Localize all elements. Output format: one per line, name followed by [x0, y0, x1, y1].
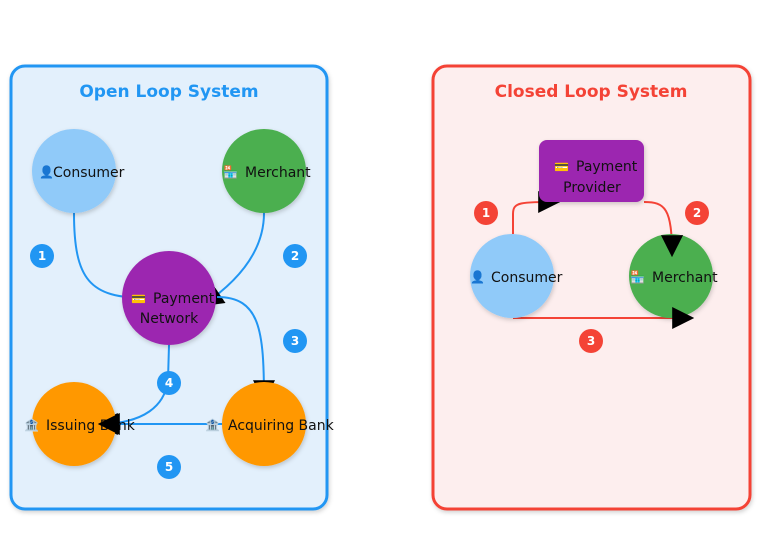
svg-text:3: 3 — [587, 334, 595, 348]
svg-text:3: 3 — [291, 334, 299, 348]
bank-icon: 🏦 — [205, 418, 220, 432]
open-loop-panel: Open Loop System 👤 Consumer 🏪 Merchant 💳… — [9, 64, 335, 511]
merchant-circle — [222, 129, 306, 213]
merchant-label: Merchant — [652, 270, 718, 286]
consumer-label: Consumer — [53, 165, 125, 181]
acquiring-bank-label: Acquiring Bank — [228, 418, 335, 434]
node-consumer[interactable]: 👤 Consumer — [32, 129, 125, 213]
svg-text:1: 1 — [38, 249, 46, 263]
payment-network-circle — [122, 251, 216, 345]
open-loop-title: Open Loop System — [79, 82, 258, 102]
step-badge: 2 — [283, 244, 307, 268]
node-payment-network[interactable]: 💳 Payment Network — [122, 251, 216, 345]
step-badge: 2 — [685, 201, 709, 225]
node-acquiring-bank[interactable]: 🏦 Acquiring Bank — [205, 382, 335, 466]
person-icon: 👤 — [39, 165, 54, 179]
closed-loop-panel-frame — [431, 64, 752, 511]
credit-card-icon: 💳 — [131, 292, 146, 306]
step-badge: 1 — [474, 201, 498, 225]
step-badge: 3 — [579, 329, 603, 353]
store-icon: 🏪 — [223, 165, 238, 179]
payment-provider-box — [539, 140, 644, 202]
svg-text:2: 2 — [693, 206, 701, 220]
bank-icon: 🏦 — [24, 418, 39, 432]
payment-provider-label-line2: Provider — [563, 180, 621, 196]
svg-text:5: 5 — [165, 460, 173, 474]
acquiring-bank-circle — [222, 382, 306, 466]
consumer-circle — [32, 129, 116, 213]
payment-provider-label-line1: Payment — [576, 159, 638, 175]
payment-network-label-line2: Network — [140, 311, 199, 327]
step-badge: 3 — [283, 329, 307, 353]
edge-consumer-to-provider — [512, 191, 561, 234]
step-badge: 5 — [157, 455, 181, 479]
issuing-bank-label: Issuing Bank — [46, 418, 136, 434]
payment-network-label-line1: Payment — [153, 291, 215, 307]
node-merchant[interactable]: 🏪 Merchant — [629, 234, 718, 318]
node-payment-provider[interactable]: 💳 Payment Provider — [539, 140, 644, 202]
step-badge: 1 — [30, 244, 54, 268]
svg-text:1: 1 — [482, 206, 490, 220]
consumer-label: Consumer — [491, 270, 563, 286]
svg-text:4: 4 — [165, 376, 173, 390]
edge-network-to-acquiring — [216, 296, 275, 403]
credit-card-icon: 💳 — [554, 160, 569, 174]
closed-loop-title: Closed Loop System — [495, 82, 688, 102]
step-badge: 4 — [157, 371, 181, 395]
merchant-circle — [629, 234, 713, 318]
store-icon: 🏪 — [630, 270, 645, 284]
person-icon: 👤 — [470, 270, 485, 284]
consumer-circle — [470, 234, 554, 318]
merchant-label: Merchant — [245, 165, 311, 181]
issuing-bank-circle — [32, 382, 116, 466]
svg-text:2: 2 — [291, 249, 299, 263]
node-merchant[interactable]: 🏪 Merchant — [222, 129, 311, 213]
closed-loop-panel: Closed Loop System 💳 Payment Provider 👤 … — [431, 64, 752, 511]
node-consumer[interactable]: 👤 Consumer — [470, 234, 563, 318]
